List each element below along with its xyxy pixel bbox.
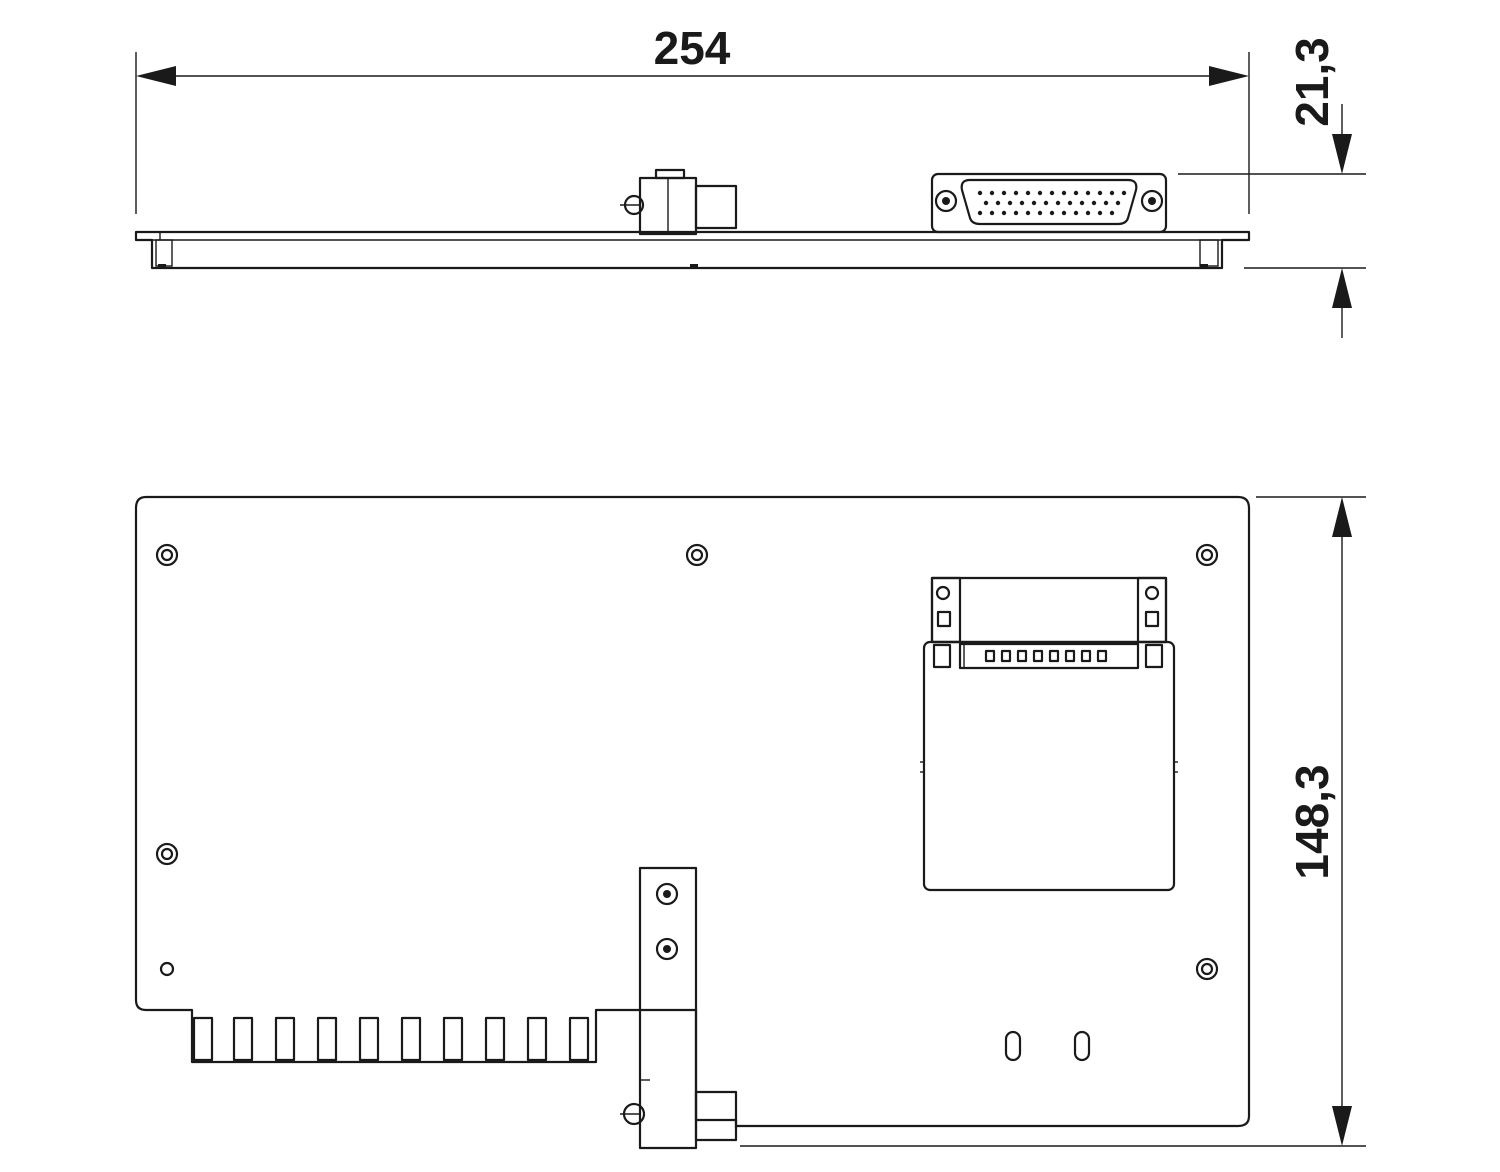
side-height-label: 21,3: [1286, 37, 1338, 127]
top-view: 148,3: [134, 495, 1366, 1150]
top-height-label: 148,3: [1286, 764, 1338, 879]
dsub-connector-side: [930, 172, 1168, 234]
dsub-connector-top: [920, 576, 1178, 892]
width-dimension-label: 254: [654, 22, 731, 74]
top-height-dimension: 148,3: [740, 496, 1366, 1147]
mounting-holes: [155, 543, 1219, 981]
oval-slots: [1004, 1030, 1091, 1062]
dsub-pins: [977, 190, 1127, 216]
side-view: 254: [134, 22, 1366, 338]
width-dimension: 254: [135, 22, 1250, 214]
dsub-pins-top: [984, 649, 1108, 663]
board-outline: [134, 495, 1251, 1130]
side-height-dimension: 21,3: [1178, 37, 1366, 338]
side-base-plate: [134, 230, 1251, 270]
top-side-connector: [620, 866, 738, 1150]
edge-contacts: [192, 1016, 590, 1062]
side-connector: [620, 168, 738, 236]
